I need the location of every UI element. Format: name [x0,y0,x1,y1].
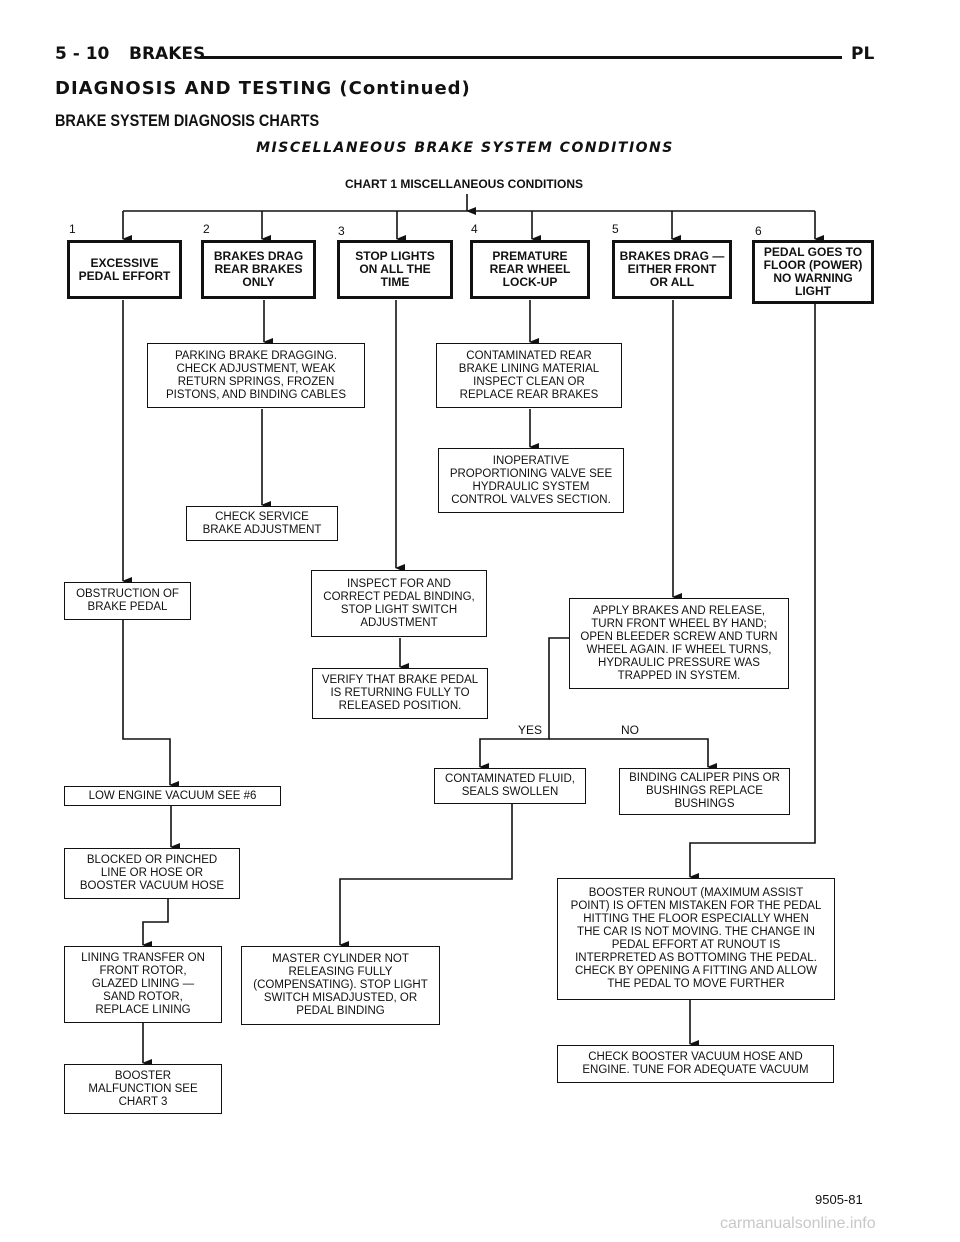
condition-pedal-to-floor: PEDAL GOES TO FLOOR (POWER) NO WARNING L… [752,240,874,304]
condition-brakes-drag-rear: BRAKES DRAG REAR BRAKES ONLY [201,240,316,299]
condition-number: 6 [755,224,762,238]
step-binding-caliper-pins: BINDING CALIPER PINS OR BUSHINGS REPLACE… [619,768,790,815]
header-rule [200,56,842,59]
step-obstruction-of-pedal: OBSTRUCTION OF BRAKE PEDAL [64,582,191,620]
condition-number: 1 [69,222,76,236]
condition-number: 3 [338,224,345,238]
step-booster-malfunction: BOOSTER MALFUNCTION SEE CHART 3 [64,1064,222,1114]
step-check-booster-vacuum-hose: CHECK BOOSTER VACUUM HOSE AND ENGINE. TU… [557,1045,834,1083]
step-inspect-pedal-binding: INSPECT FOR AND CORRECT PEDAL BINDING, S… [311,570,487,637]
figure-id: 9505-81 [815,1192,863,1207]
chart-title: CHART 1 MISCELLANEOUS CONDITIONS [345,177,584,191]
condition-number: 4 [471,222,478,236]
step-low-engine-vacuum: LOW ENGINE VACUUM SEE #6 [64,786,281,806]
condition-premature-lockup: PREMATURE REAR WHEEL LOCK-UP [470,240,590,299]
branch-no-label: NO [621,723,639,737]
step-apply-brakes-release: APPLY BRAKES AND RELEASE, TURN FRONT WHE… [569,598,789,689]
step-blocked-pinched-line: BLOCKED OR PINCHED LINE OR HOSE OR BOOST… [64,848,240,899]
step-booster-runout: BOOSTER RUNOUT (MAXIMUM ASSIST POINT) IS… [557,878,835,1000]
step-contaminated-fluid: CONTAMINATED FLUID, SEALS SWOLLEN [434,768,586,804]
section-name: BRAKES [129,44,206,64]
branch-yes-label: YES [518,723,543,737]
step-master-cylinder: MASTER CYLINDER NOT RELEASING FULLY (COM… [241,946,440,1025]
condition-brakes-drag-front-or-all: BRAKES DRAG — EITHER FRONT OR ALL [612,240,732,299]
page-number: 5 - 10 [55,44,110,64]
step-lining-transfer: LINING TRANSFER ON FRONT ROTOR, GLAZED L… [64,946,222,1023]
condition-stop-lights-on: STOP LIGHTS ON ALL THE TIME [337,240,453,299]
step-verify-pedal-return: VERIFY THAT BRAKE PEDAL IS RETURNING FUL… [312,668,488,719]
step-inoperative-proportioning-valve: INOPERATIVE PROPORTIONING VALVE SEE HYDR… [438,448,624,513]
step-check-service-brake: CHECK SERVICE BRAKE ADJUSTMENT [186,506,338,541]
condition-excessive-pedal-effort: EXCESSIVE PEDAL EFFORT [67,240,182,299]
step-contaminated-rear-lining: CONTAMINATED REAR BRAKE LINING MATERIAL … [436,343,622,408]
section-title: DIAGNOSIS AND TESTING (Continued) [55,78,471,99]
model-code: PL [851,44,875,64]
step-parking-brake-dragging: PARKING BRAKE DRAGGING. CHECK ADJUSTMENT… [147,343,365,408]
subtitle: BRAKE SYSTEM DIAGNOSIS CHARTS [55,111,320,130]
watermark: carmanualsonline.info [720,1215,876,1232]
condition-number: 2 [203,222,210,236]
chart-heading: MISCELLANEOUS BRAKE SYSTEM CONDITIONS [256,140,674,156]
condition-number: 5 [612,222,619,236]
